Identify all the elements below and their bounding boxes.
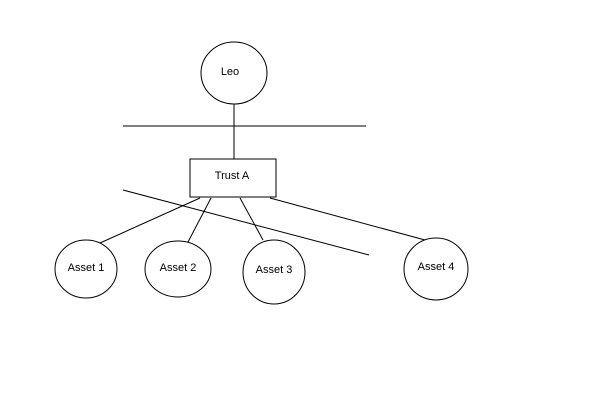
- node-asset-2-label: Asset 2: [160, 262, 197, 274]
- node-asset-1-shape: [54, 239, 118, 299]
- connector-trust-a-asset-1: [99, 197, 201, 244]
- node-leo-label: Leo: [221, 66, 239, 78]
- node-trust-a-label: Trust A: [215, 170, 250, 182]
- node-trust-a[interactable]: Trust A: [189, 158, 277, 198]
- node-asset-2[interactable]: Asset 2: [144, 240, 212, 298]
- node-trust-a-shape: [189, 158, 277, 198]
- divider-line-diagonal: [122, 189, 370, 256]
- connector-trust-a-asset-3: [239, 197, 264, 241]
- connector-trust-a-asset-4: [269, 197, 426, 241]
- node-asset-1-label: Asset 1: [68, 262, 105, 274]
- node-asset-3[interactable]: Asset 3: [242, 239, 306, 305]
- node-asset-4-label: Asset 4: [418, 261, 455, 273]
- node-leo-shape: [200, 41, 268, 105]
- node-asset-3-label: Asset 3: [256, 264, 293, 276]
- node-asset-4[interactable]: Asset 4: [403, 237, 469, 301]
- node-asset-4-shape: [403, 237, 469, 301]
- node-asset-2-shape: [144, 240, 212, 298]
- node-asset-3-shape: [242, 239, 306, 305]
- node-leo[interactable]: Leo: [200, 41, 268, 105]
- connector-trust-a-asset-2: [187, 197, 212, 243]
- node-asset-1[interactable]: Asset 1: [54, 239, 118, 299]
